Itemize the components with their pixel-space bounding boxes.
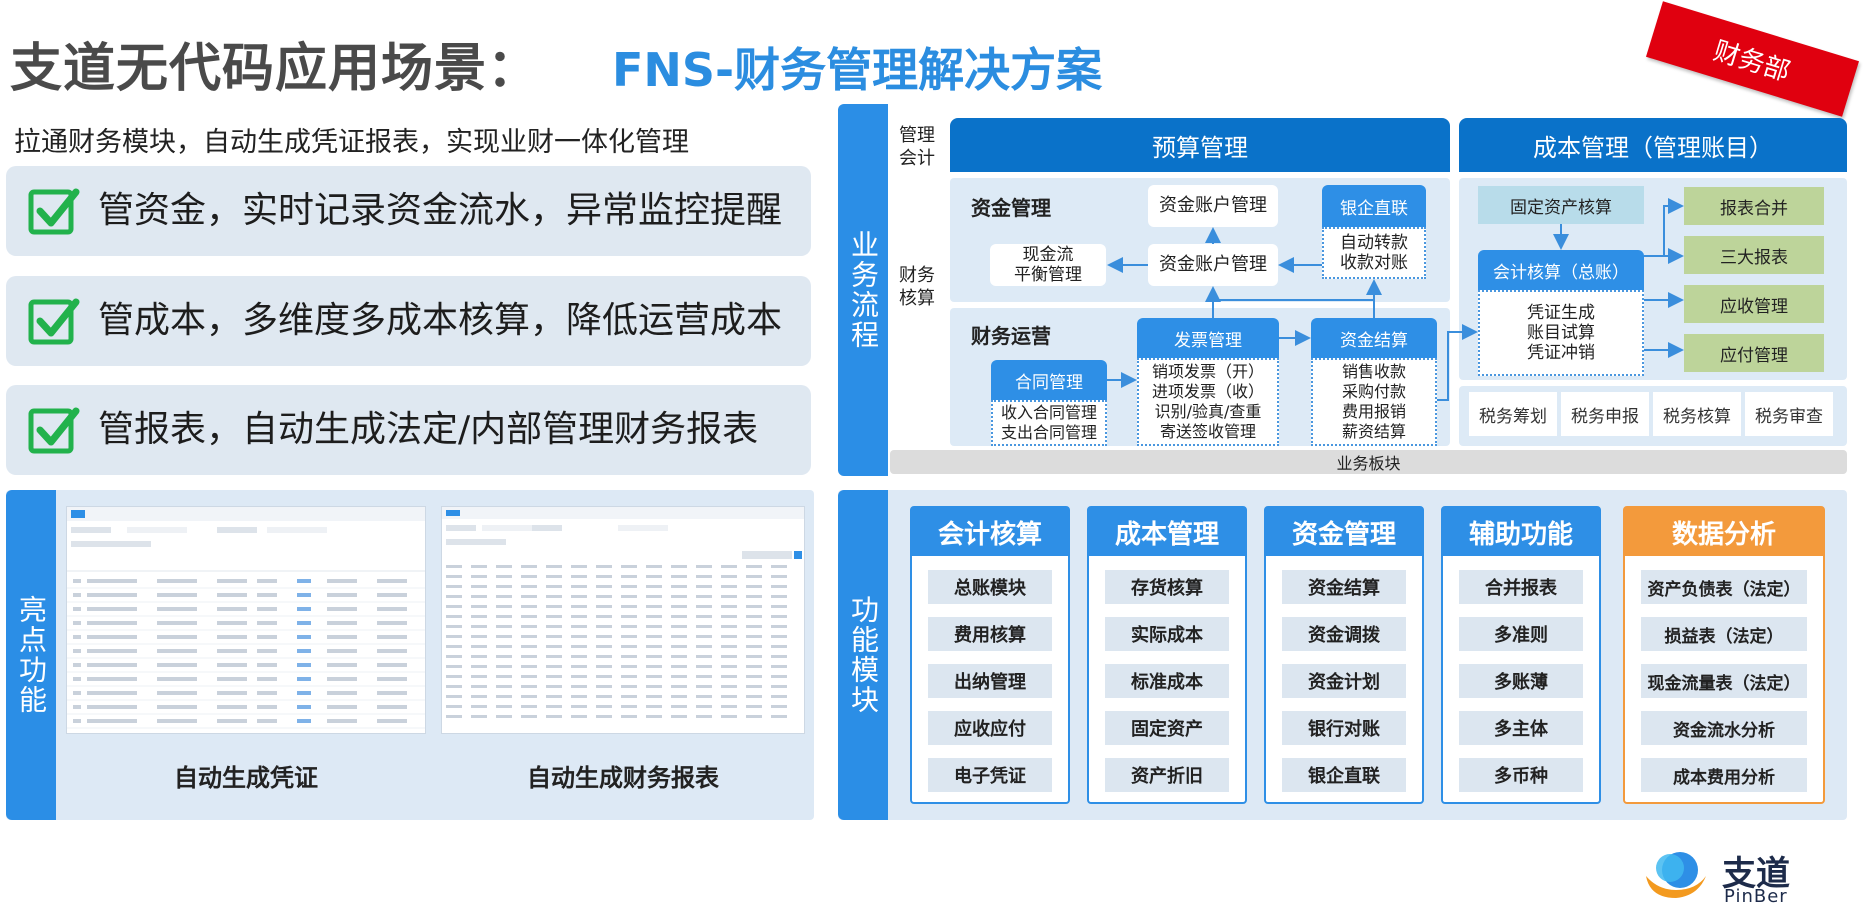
- module-item[interactable]: 多主体: [1459, 711, 1583, 745]
- module-item[interactable]: 总账模块: [928, 570, 1052, 604]
- report-caption: 自动生成财务报表: [527, 764, 719, 792]
- cost-mgmt-header: 成本管理（管理账目）: [1459, 118, 1847, 172]
- report-box-payable: 应付管理: [1684, 334, 1824, 372]
- modules-label: 功能模块: [838, 490, 888, 820]
- flow-label: 业务流程: [838, 104, 888, 476]
- page-subtitle: FNS-财务管理解决方案: [612, 43, 1103, 97]
- module-item[interactable]: 资金结算: [1282, 570, 1406, 604]
- module-column-title: 数据分析: [1625, 508, 1823, 556]
- module-item[interactable]: 多账薄: [1459, 664, 1583, 698]
- feature-text: 管成本，多维度多成本核算，降低运营成本: [98, 300, 783, 341]
- module-column-title: 成本管理: [1089, 508, 1245, 556]
- voucher-caption: 自动生成凭证: [174, 764, 318, 792]
- module-item[interactable]: 固定资产: [1105, 711, 1229, 745]
- biz-block-bar: 业务板块: [890, 450, 1847, 474]
- department-ribbon: 财务部: [1646, 1, 1859, 117]
- module-column: 成本管理 存货核算 实际成本 标准成本 固定资产 资产折旧: [1087, 506, 1247, 804]
- bank-link-head: 银企直联: [1322, 185, 1426, 227]
- module-item[interactable]: 实际成本: [1105, 617, 1229, 651]
- module-item[interactable]: 资产折旧: [1105, 758, 1229, 792]
- module-item[interactable]: 资金计划: [1282, 664, 1406, 698]
- module-item[interactable]: 多准则: [1459, 617, 1583, 651]
- module-item[interactable]: 资金流水分析: [1641, 711, 1807, 745]
- invoice-head: 发票管理: [1137, 318, 1279, 358]
- feature-card-funds: 管资金，实时记录资金流水，异常监控提醒: [6, 166, 811, 256]
- module-item[interactable]: 多币种: [1459, 758, 1583, 792]
- cashflow-box: 现金流 平衡管理: [990, 244, 1106, 286]
- fin-ops-title: 财务运营: [971, 324, 1051, 348]
- report-box-receivable: 应收管理: [1684, 285, 1824, 323]
- bank-link-body: 自动转款 收款对账: [1322, 227, 1426, 279]
- settle-head: 资金结算: [1311, 318, 1437, 358]
- brand-logo-icon: [1640, 846, 1712, 902]
- module-column: 会计核算 总账模块 费用核算 出纳管理 应收应付 电子凭证: [910, 506, 1070, 804]
- feature-card-cost: 管成本，多维度多成本核算，降低运营成本: [6, 276, 811, 366]
- module-item[interactable]: 应收应付: [928, 711, 1052, 745]
- settle-body: 销售收款 采购付款 费用报销 薪资结算: [1311, 358, 1437, 446]
- feature-text: 管资金，实时记录资金流水，异常监控提醒: [98, 190, 783, 231]
- module-item[interactable]: 标准成本: [1105, 664, 1229, 698]
- voucher-screenshot: [66, 506, 426, 734]
- budget-header: 预算管理: [950, 118, 1450, 172]
- report-screenshot: [441, 506, 805, 734]
- module-item[interactable]: 资金调拨: [1282, 617, 1406, 651]
- module-item[interactable]: 费用核算: [928, 617, 1052, 651]
- fixed-asset-box: 固定资产核算: [1478, 186, 1644, 224]
- fund-account-box-1: 资金账户管理: [1148, 185, 1278, 227]
- module-item[interactable]: 合并报表: [1459, 570, 1583, 604]
- module-column-title: 资金管理: [1266, 508, 1422, 556]
- intro-text: 拉通财务模块，自动生成凭证报表，实现业财一体化管理: [14, 127, 689, 158]
- tax-box: 税务审查: [1745, 392, 1833, 436]
- brand-logo-name: 支道: [1722, 854, 1790, 894]
- row-label-mgmt: 管理会计: [899, 125, 935, 169]
- tax-box: 税务核算: [1653, 392, 1741, 436]
- module-item[interactable]: 银企直联: [1282, 758, 1406, 792]
- accounting-head: 会计核算（总账）: [1478, 250, 1644, 290]
- fund-mgmt-title: 资金管理: [971, 196, 1051, 220]
- accounting-body: 凭证生成 账目试算 凭证冲销: [1478, 290, 1644, 376]
- highlights-label: 亮点功能: [6, 490, 56, 820]
- fund-account-box-2: 资金账户管理: [1148, 244, 1278, 286]
- tax-box: 税务申报: [1561, 392, 1649, 436]
- check-icon: [28, 407, 80, 454]
- module-item[interactable]: 现金流量表（法定）: [1641, 664, 1807, 698]
- tax-box: 税务筹划: [1469, 392, 1557, 436]
- module-item[interactable]: 电子凭证: [928, 758, 1052, 792]
- check-icon: [28, 188, 80, 235]
- module-column: 辅助功能 合并报表 多准则 多账薄 多主体 多币种: [1441, 506, 1601, 804]
- page-title: 支道无代码应用场景：: [10, 39, 541, 99]
- module-column-title: 辅助功能: [1443, 508, 1599, 556]
- module-item[interactable]: 资产负债表（法定）: [1641, 570, 1807, 604]
- module-column-analytics: 数据分析 资产负债表（法定） 损益表（法定） 现金流量表（法定） 资金流水分析 …: [1623, 506, 1825, 804]
- contract-head: 合同管理: [991, 360, 1107, 400]
- report-box-consolidation: 报表合并: [1684, 187, 1824, 225]
- invoice-body: 销项发票（开） 进项发票（收） 识别/验真/查重 寄送签收管理: [1137, 358, 1279, 446]
- feature-text: 管报表，自动生成法定/内部管理财务报表: [98, 409, 759, 450]
- row-label-fin: 财务核算: [899, 265, 935, 309]
- module-item[interactable]: 损益表（法定）: [1641, 617, 1807, 651]
- report-box-three: 三大报表: [1684, 236, 1824, 274]
- module-item[interactable]: 成本费用分析: [1641, 758, 1807, 792]
- module-column-title: 会计核算: [912, 508, 1068, 556]
- module-column: 资金管理 资金结算 资金调拨 资金计划 银行对账 银企直联: [1264, 506, 1424, 804]
- feature-card-reports: 管报表，自动生成法定/内部管理财务报表: [6, 385, 811, 475]
- module-item[interactable]: 出纳管理: [928, 664, 1052, 698]
- module-item[interactable]: 银行对账: [1282, 711, 1406, 745]
- module-item[interactable]: 存货核算: [1105, 570, 1229, 604]
- brand-logo-en: PinBer: [1724, 886, 1788, 907]
- check-icon: [28, 298, 80, 345]
- contract-body: 收入合同管理 支出合同管理: [991, 400, 1107, 446]
